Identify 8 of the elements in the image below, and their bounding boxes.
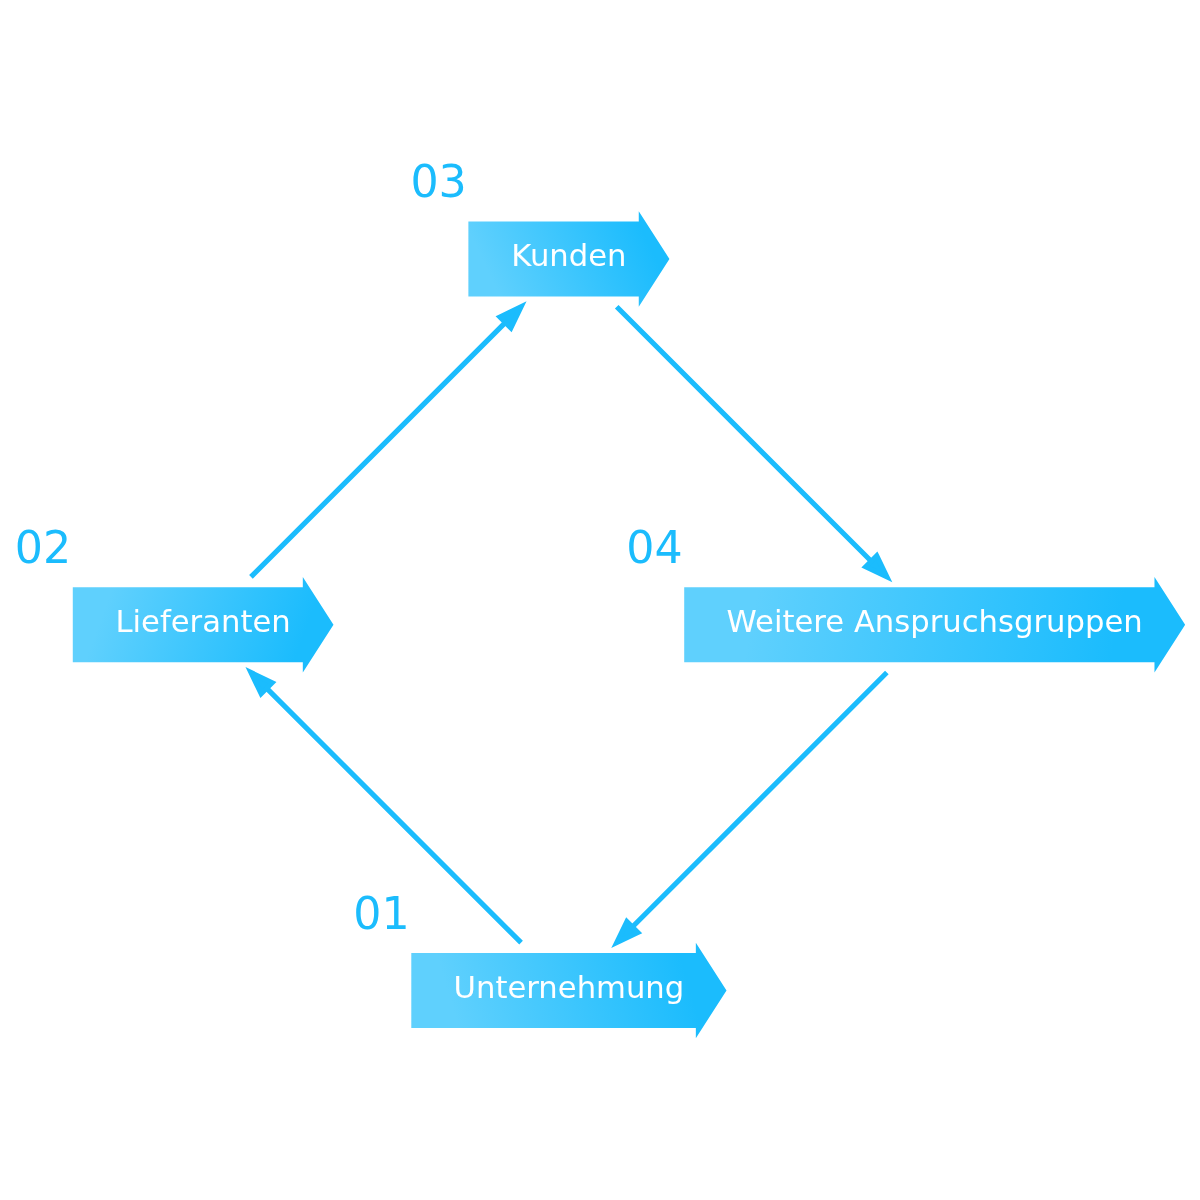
arrow [614,304,893,583]
arrow [245,667,523,945]
node-label: 04 [626,522,683,574]
arrow [611,670,889,949]
arrow [249,301,527,579]
node-label: 02 [14,522,72,574]
node-label: 01 [353,887,410,939]
node-label: 03 [410,156,467,208]
